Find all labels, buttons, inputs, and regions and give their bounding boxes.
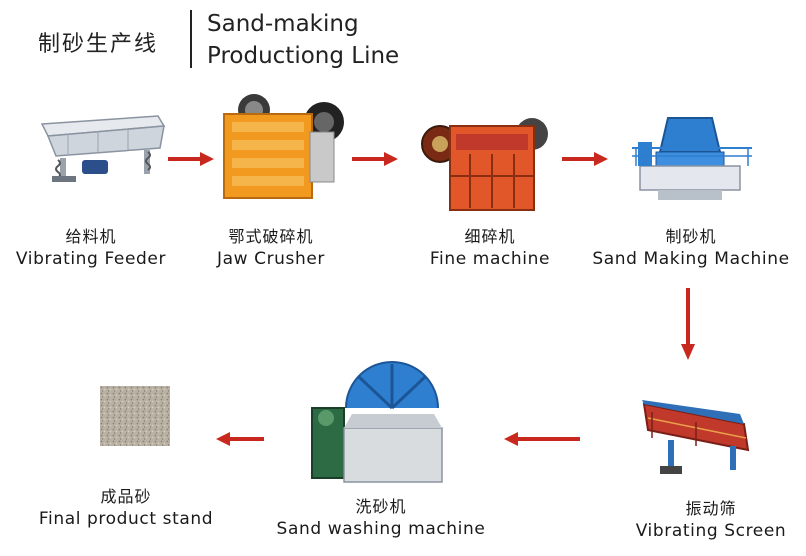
sand-making-machine-icon xyxy=(632,117,752,200)
vibrating-feeder-icon xyxy=(40,115,166,182)
step-label-jaw-crusher: 鄂式破碎机 Jaw Crusher xyxy=(194,226,348,270)
sand-washer-icon xyxy=(311,361,443,483)
step-label-vibrating-screen: 振动筛 Vibrating Screen xyxy=(624,498,798,542)
step-label-cn: 细碎机 xyxy=(464,227,516,246)
step-label-final-product: 成品砂 Final product stand xyxy=(30,486,222,530)
step-label-en: Fine machine xyxy=(429,249,551,269)
title-english: Sand-making Productiong Line xyxy=(207,8,399,72)
step-label-vibrating-feeder: 给料机 Vibrating Feeder xyxy=(6,226,176,270)
sand-pile-icon xyxy=(100,386,170,446)
arrow-fine-to-sandmaking xyxy=(562,152,608,166)
step-label-sand-washing-machine: 洗砂机 Sand washing machine xyxy=(270,496,492,540)
step-label-en: Vibrating Feeder xyxy=(15,249,167,269)
step-label-cn: 制砂机 xyxy=(665,227,717,246)
step-label-en: Jaw Crusher xyxy=(216,249,326,269)
arrow-sandmaking-to-screen xyxy=(681,288,695,360)
arrow-screen-to-washer xyxy=(504,432,580,446)
step-label-sand-making-machine: 制砂机 Sand Making Machine xyxy=(586,226,796,270)
step-label-cn: 给料机 xyxy=(65,227,117,246)
step-label-en: Vibrating Screen xyxy=(635,521,787,541)
arrow-jaw-to-fine xyxy=(352,152,398,166)
step-label-fine-machine: 细碎机 Fine machine xyxy=(408,226,572,270)
step-label-cn: 鄂式破碎机 xyxy=(228,227,314,246)
title-english-line1: Sand-making xyxy=(207,11,359,37)
title-chinese: 制砂生产线 xyxy=(38,32,159,57)
step-label-en: Sand washing machine xyxy=(276,519,486,539)
step-label-cn: 成品砂 xyxy=(100,487,152,506)
title-english-line2: Productiong Line xyxy=(207,43,400,69)
step-label-en: Final product stand xyxy=(38,509,214,529)
arrow-feeder-to-jaw xyxy=(168,152,214,166)
title-divider xyxy=(190,10,192,68)
vibrating-screen-icon xyxy=(642,400,750,474)
fine-crusher-icon xyxy=(421,118,548,211)
step-label-cn: 振动筛 xyxy=(685,499,737,518)
step-label-en: Sand Making Machine xyxy=(592,249,790,269)
arrow-washer-to-product xyxy=(216,432,264,446)
step-label-cn: 洗砂机 xyxy=(355,497,407,516)
jaw-crusher-icon xyxy=(223,94,344,199)
